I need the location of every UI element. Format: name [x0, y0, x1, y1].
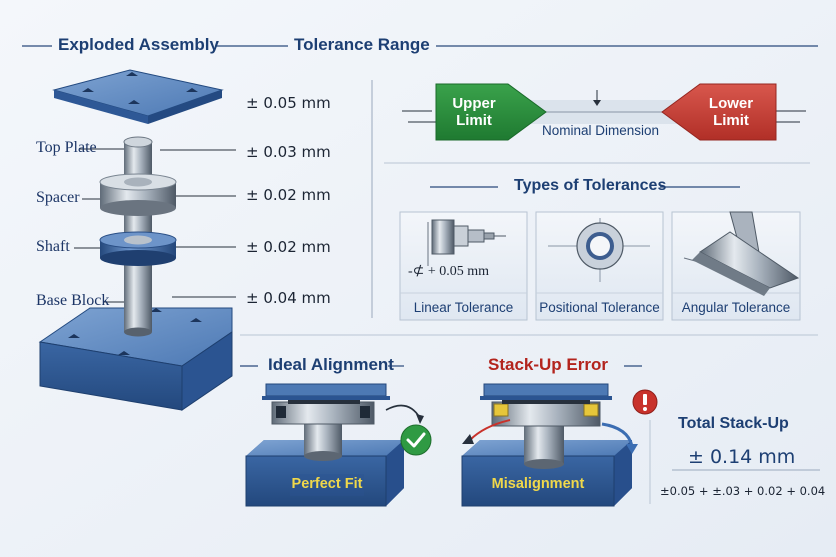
blue-ring-part: [99, 231, 177, 266]
exploded-assembly-header: Exploded Assembly: [58, 35, 219, 54]
tolerance-value-2: ± 0.03 mm: [246, 143, 331, 161]
upper-limit-arrow: [435, 83, 547, 141]
lower-limit-arrow: [661, 83, 777, 141]
part-label-shaft: Shaft: [36, 238, 70, 255]
base-block-part: [38, 307, 233, 411]
spacer-part: [99, 173, 177, 216]
top-plate-part: [52, 69, 224, 124]
linear-tolerance-graphic: [427, 219, 506, 266]
upper-limit-line2: Limit: [456, 112, 492, 129]
part-label-base-block: Base Block: [36, 292, 110, 309]
check-icon: [400, 424, 432, 456]
tolerance-value-5: ± 0.04 mm: [246, 289, 331, 307]
positional-tolerance-label: Positional Tolerance: [539, 300, 660, 315]
total-stack-up-value: ± 0.14 mm: [688, 446, 796, 468]
lower-limit-label: Lower Limit: [702, 95, 760, 129]
misalignment-badge: Misalignment: [491, 476, 585, 492]
ideal-alignment-header: Ideal Alignment: [268, 355, 394, 374]
nominal-dimension-label: Nominal Dimension: [542, 123, 660, 138]
linear-tolerance-label: Linear Tolerance: [413, 300, 514, 315]
lower-limit-line1: Lower: [708, 95, 754, 112]
stack-up-error-header: Stack-Up Error: [488, 355, 608, 374]
types-of-tolerances-header: Types of Tolerances: [514, 177, 667, 194]
tolerance-value-1: ± 0.05 mm: [246, 94, 331, 112]
ideal-assembly-graphic: [245, 383, 404, 507]
upper-limit-label: Upper Limit: [444, 95, 504, 129]
upper-limit-line1: Upper: [452, 95, 496, 112]
part-label-top-plate: Top Plate: [36, 139, 97, 156]
angular-tolerance-graphic: [683, 211, 800, 296]
tolerance-value-4: ± 0.02 mm: [246, 238, 331, 256]
misaligned-assembly-graphic: [461, 383, 632, 507]
tolerance-value-3: ± 0.02 mm: [246, 186, 331, 204]
tolerance-range-header: Tolerance Range: [294, 35, 430, 54]
linear-tolerance-annotation: -⊄ + 0.05 mm: [408, 264, 490, 279]
positional-tolerance-graphic: [548, 218, 650, 282]
perfect-fit-badge: Perfect Fit: [291, 476, 363, 492]
lower-limit-line2: Limit: [713, 112, 749, 129]
total-stack-up-formula: ±0.05 + ±.03 + 0.02 + 0.04: [660, 484, 826, 498]
total-stack-up-title: Total Stack-Up: [678, 415, 789, 432]
part-label-spacer: Spacer: [36, 189, 80, 206]
warning-icon: [632, 389, 658, 415]
angular-tolerance-label: Angular Tolerance: [681, 300, 791, 315]
